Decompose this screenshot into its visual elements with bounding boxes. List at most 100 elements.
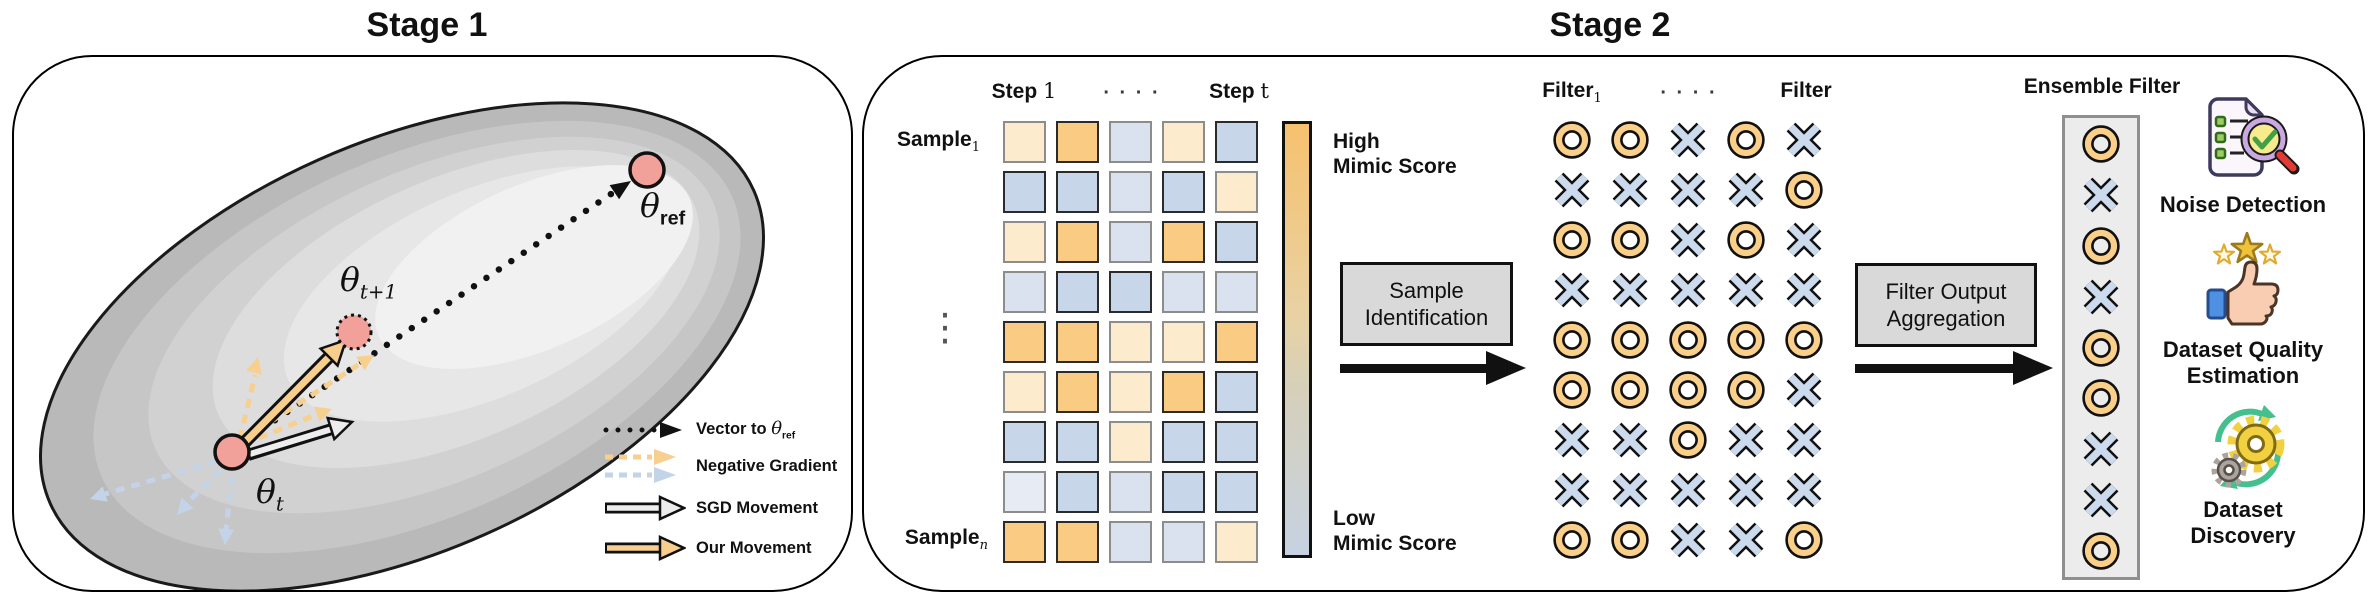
sample-score-cell	[1162, 521, 1205, 563]
sample-score-cell	[1162, 221, 1205, 263]
filter-keep-icon	[1610, 320, 1650, 360]
negative-gradient-blue-arrows	[104, 454, 237, 530]
sample-score-cell	[1215, 171, 1258, 213]
sample-score-cell	[1109, 271, 1152, 313]
filter-discard-icon	[1668, 470, 1708, 510]
sample-score-cell	[1162, 421, 1205, 463]
filter-keep-icon	[1610, 520, 1650, 560]
sample-score-cell	[1215, 371, 1258, 413]
sample-score-cell	[1056, 221, 1099, 263]
filter-keep-icon	[2081, 531, 2121, 571]
sample-score-cell	[1003, 421, 1046, 463]
step-t-header: Step t	[1209, 79, 1269, 103]
sample-score-cell	[1003, 221, 1046, 263]
negative-gradient-yellow-heads	[246, 355, 374, 422]
sample-score-cell	[1003, 121, 1046, 163]
sample-1-label: Sample1	[897, 128, 980, 156]
sample-score-cell	[1056, 521, 1099, 563]
vector-arrowhead	[609, 181, 631, 200]
negative-gradient-blue-heads	[90, 486, 235, 545]
filter-1-header: Filter1	[1542, 79, 1602, 107]
dashed-gradient-arrows-icon	[605, 449, 676, 483]
legend-sgd-label: SGD Movement	[696, 498, 818, 517]
filter-discard-icon	[1784, 370, 1824, 410]
theta-t-label: θt	[256, 472, 284, 516]
ensemble-filter-title: Ensemble Filter	[2023, 75, 2181, 98]
sample-score-cell	[1056, 121, 1099, 163]
sample-score-cell	[1215, 221, 1258, 263]
theta-ref-point	[628, 151, 666, 189]
theta-t1-point	[335, 313, 373, 351]
sample-score-cell	[1003, 271, 1046, 313]
sample-score-cell	[1162, 371, 1205, 413]
noise-detection-label: Noise Detection	[2159, 192, 2327, 217]
loss-landscape-drawing	[39, 101, 765, 590]
noise-detection-icon	[2208, 97, 2300, 177]
filter-discard-icon	[1610, 170, 1650, 210]
filter-discard-icon	[2081, 277, 2121, 317]
flow-arrow-2-head	[2013, 351, 2053, 385]
filter-keep-icon	[1668, 370, 1708, 410]
legend-negative-gradient: Negative Gradient	[602, 448, 837, 484]
sgd-arrow-icon	[605, 495, 686, 521]
filter-keep-icon	[2081, 378, 2121, 418]
filter-discard-icon	[1726, 270, 1766, 310]
sample-score-cell	[1215, 471, 1258, 513]
sample-score-cell	[1003, 471, 1046, 513]
filter-t-header: Filter	[1780, 79, 1832, 102]
filter-discard-icon	[1668, 270, 1708, 310]
filter-discard-icon	[1784, 220, 1824, 260]
filter-keep-icon	[1726, 370, 1766, 410]
sample-score-cell	[1109, 371, 1152, 413]
filter-discard-icon	[1668, 120, 1708, 160]
sample-score-cell	[1109, 171, 1152, 213]
dataset-quality-icon	[2206, 232, 2282, 326]
samples-ellipsis: ⋮	[926, 305, 964, 349]
flow-arrow-1-shaft	[1340, 364, 1486, 373]
sample-score-cell	[1215, 421, 1258, 463]
sample-score-cell	[1109, 421, 1152, 463]
filter-keep-icon	[1784, 320, 1824, 360]
filter-discard-icon	[1784, 270, 1824, 310]
sample-score-cell	[1003, 371, 1046, 413]
filter-discard-icon	[1668, 220, 1708, 260]
legend-negative-gradient-label: Negative Gradient	[696, 456, 838, 475]
sample-score-cell	[1162, 171, 1205, 213]
filter-discard-icon	[2081, 175, 2121, 215]
filter-keep-icon	[1784, 520, 1824, 560]
filter-keep-icon	[1784, 170, 1824, 210]
filter-keep-icon	[2081, 328, 2121, 368]
filter-discard-icon	[1610, 270, 1650, 310]
filter-discard-icon	[1726, 520, 1766, 560]
sample-score-cell	[1003, 521, 1046, 563]
sample-identification-box: Sample Identification	[1340, 262, 1513, 346]
filter-keep-icon	[1668, 420, 1708, 460]
mimic-score-grid	[1003, 121, 1258, 563]
filter-keep-icon	[1726, 120, 1766, 160]
filter-keep-icon	[1668, 320, 1708, 360]
filter-discard-icon	[2081, 480, 2121, 520]
filter-discard-icon	[1552, 420, 1592, 460]
ensemble-filter-column	[2062, 115, 2140, 580]
filter-discard-icon	[1668, 170, 1708, 210]
sample-score-cell	[1056, 321, 1099, 363]
sample-score-cell	[1003, 321, 1046, 363]
filter-discard-icon	[1552, 270, 1592, 310]
theta-t1-label: θt+1	[340, 260, 397, 304]
sample-score-cell	[1056, 421, 1099, 463]
filter-keep-icon	[1610, 370, 1650, 410]
dotted-arrow-icon	[603, 421, 682, 438]
sample-score-cell	[1109, 321, 1152, 363]
sample-score-cell	[1215, 321, 1258, 363]
filter-keep-icon	[1726, 220, 1766, 260]
filter-keep-icon	[1552, 120, 1592, 160]
sample-score-cell	[1056, 171, 1099, 213]
stage2-title: Stage 2	[1549, 6, 1671, 44]
filter-discard-icon	[1610, 420, 1650, 460]
sample-score-cell	[1215, 271, 1258, 313]
filter-output-grid	[1552, 120, 1824, 560]
flow-arrow-2-shaft	[1855, 364, 2013, 373]
